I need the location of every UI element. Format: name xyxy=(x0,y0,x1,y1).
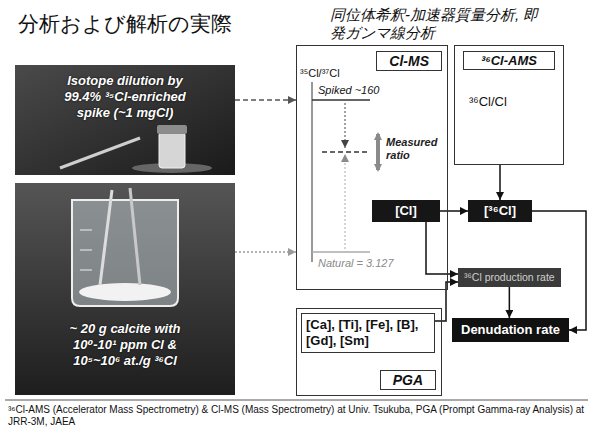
pipette xyxy=(60,138,140,168)
ratio-label: Natural = 3.127 xyxy=(318,257,394,269)
ratio-axis xyxy=(312,82,313,262)
connector-arrow xyxy=(235,251,296,253)
caption: ³⁶Cl-AMS (Accelerator Mass Spectrometry)… xyxy=(8,404,586,428)
caption-rule xyxy=(5,400,588,401)
connector-arrow xyxy=(440,210,468,212)
photo-background xyxy=(15,183,235,395)
instrument-box: PGA [Ca], [Ti], [Fe], [B], [Gd], [Sm] xyxy=(296,308,442,396)
result-box: [Cl] xyxy=(372,200,440,222)
rate-box: ³⁶Cl production rate xyxy=(458,268,561,287)
box-heading: Cl-MS xyxy=(376,51,442,71)
connector-arrow xyxy=(426,222,458,274)
axis-label: ³⁵Cl/³⁷Cl xyxy=(300,67,340,79)
box-heading: PGA xyxy=(380,370,436,390)
mixing-arrow xyxy=(345,156,346,249)
element-box: [Ca], [Ti], [Fe], [B], [Gd], [Sm] xyxy=(301,313,435,353)
beaker xyxy=(72,200,178,306)
graduation-mark xyxy=(80,250,92,251)
ratio-label: Spiked ~160 xyxy=(318,84,379,96)
connector-arrow xyxy=(499,165,501,200)
vial-cap xyxy=(157,125,187,134)
spiked-tick xyxy=(312,99,370,101)
rate-box: Denudation rate xyxy=(452,318,569,342)
box-heading: ³⁶Cl-AMS xyxy=(463,51,555,70)
rate-text: Denudation rate xyxy=(461,322,560,338)
connector-arrow xyxy=(509,287,511,318)
vial-body xyxy=(159,132,185,168)
photo-caption: Isotope dilution by 99.4% ³⁵Cl-enriched … xyxy=(50,73,200,121)
instrument-box: ³⁶Cl-AMS ³⁶Cl/Cl xyxy=(454,45,564,165)
element-list: [Ca], [Ti], [Fe], [B], [Gd], [Sm] xyxy=(306,317,430,349)
photo-background xyxy=(15,65,235,175)
rate-text: ³⁶Cl production rate xyxy=(464,271,555,284)
connector-arrow xyxy=(435,282,458,321)
photo-caption: ~ 20 g calcite with 10⁰-10¹ ppm Cl & 10⁵… xyxy=(50,321,200,369)
result-box: [³⁶Cl] xyxy=(468,200,532,222)
photo-panel: ~ 20 g calcite with 10⁰-10¹ ppm Cl & 10⁵… xyxy=(15,183,235,395)
stirring-rod xyxy=(130,188,140,285)
photo-panel: Isotope dilution by 99.4% ³⁵Cl-enriched … xyxy=(15,65,235,175)
subtitle: 同位体希釈-加速器質量分析, 即発ガンマ線分析 xyxy=(330,6,544,42)
calcite-powder xyxy=(79,283,171,301)
measured-arrow xyxy=(376,134,380,170)
mixing-arrow xyxy=(345,103,346,148)
box-body: ³⁶Cl/Cl xyxy=(469,94,507,109)
page-title: 分析および解析の実際 xyxy=(18,10,232,38)
natural-tick xyxy=(312,251,370,253)
graduation-mark xyxy=(80,270,92,271)
stirring-rod xyxy=(100,190,112,285)
graduation-mark xyxy=(80,230,92,231)
instrument-box: Cl-MS ³⁵Cl/³⁷ClSpiked ~160Measured ratioN… xyxy=(296,45,448,290)
connector-arrow xyxy=(235,99,296,101)
result-text: [Cl] xyxy=(378,203,434,219)
measured-tick xyxy=(322,151,370,153)
ratio-label: Measured ratio xyxy=(386,136,442,162)
result-text: [³⁶Cl] xyxy=(474,203,526,219)
